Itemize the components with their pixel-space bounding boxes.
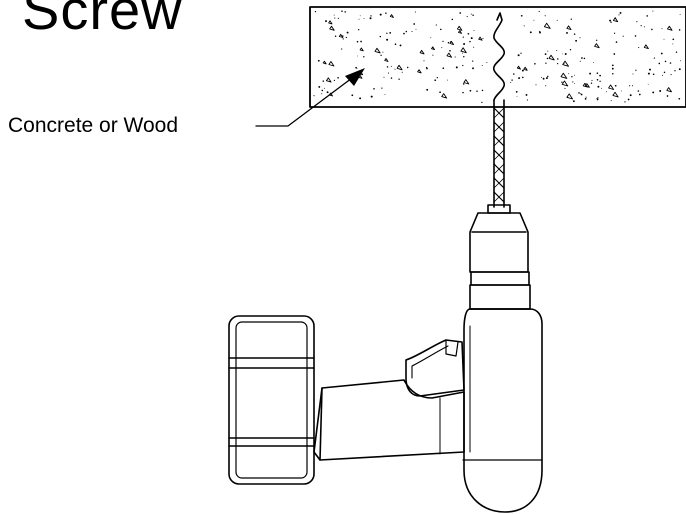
- drill-chuck: [469, 204, 531, 310]
- drill-bit: [492, 12, 506, 208]
- material-callout-label: Concrete or Wood: [8, 114, 179, 137]
- drill-body: [313, 308, 543, 513]
- callout-leader: [255, 68, 365, 127]
- callout-arrowhead: [345, 68, 365, 86]
- concrete-slab: [309, 6, 686, 108]
- battery-pack: [228, 315, 315, 485]
- slab-speckles: [313, 10, 681, 104]
- slab-outline: [309, 6, 686, 108]
- diagram-title: Screw: [22, 0, 183, 41]
